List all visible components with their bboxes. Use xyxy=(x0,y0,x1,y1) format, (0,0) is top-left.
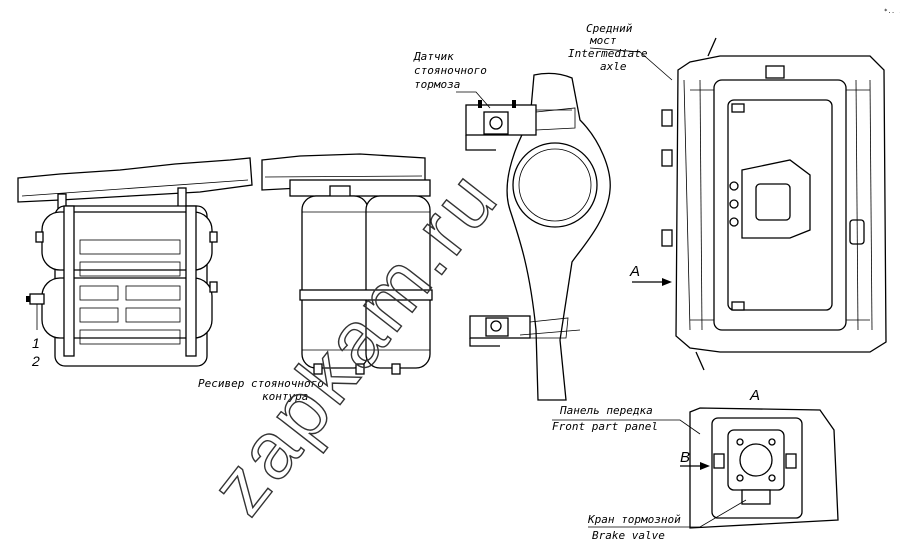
axle-label-en-1: Intermediate xyxy=(568,47,648,60)
valve-label-en: Brake valve xyxy=(592,529,665,542)
axle-sensor-view: Датчик стояночного тормоза xyxy=(413,50,611,401)
cab-top-view: A Средний мост Intermediate axle xyxy=(568,22,887,371)
receiver-front-view: Ресивер стояночного контура xyxy=(198,153,433,403)
view-a-arrow-label: A xyxy=(629,263,640,280)
view-a-brake-valve-detail: A B Панель передка Front part panel Кран… xyxy=(552,387,839,542)
axle-label-ru-2: мост xyxy=(589,34,617,47)
axle-label-ru-1: Средний xyxy=(586,22,633,35)
panel-label-ru: Панель передка xyxy=(559,404,653,417)
panel-label-en: Front part panel xyxy=(552,420,658,433)
sensor-label-ru-3: тормоза xyxy=(414,78,460,91)
receiver-label-ru-1: Ресивер стояночного xyxy=(198,377,324,390)
receiver-side-view-1: 1 2 xyxy=(17,157,253,369)
sensor-label-ru-1: Датчик xyxy=(413,50,454,63)
part-number-2: 2 xyxy=(31,353,40,369)
part-number-1: 1 xyxy=(32,335,40,351)
axle-label-en-2: axle xyxy=(600,60,627,73)
page-marker: *.. ... xyxy=(884,8,900,15)
valve-label-ru: Кран тормозной xyxy=(587,513,681,526)
sensor-label-ru-2: стояночного xyxy=(414,64,487,77)
view-b-label: B xyxy=(680,449,690,466)
view-a-title: A xyxy=(749,387,760,404)
receiver-label-ru-2: контура xyxy=(262,390,308,403)
